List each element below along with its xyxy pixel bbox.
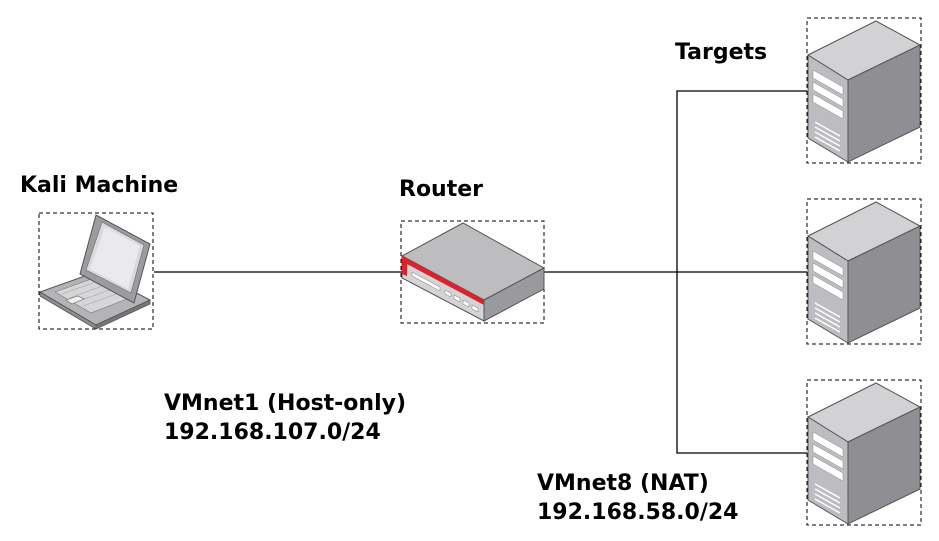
vmnet8-label: VMnet8 (NAT) 192.168.58.0/24 <box>537 469 739 527</box>
vmnet1-subnet: 192.168.107.0/24 <box>164 420 381 445</box>
server-icon <box>806 382 922 525</box>
router-icon <box>400 222 546 322</box>
laptop-icon <box>38 214 152 330</box>
server-1-selection-box <box>806 17 922 164</box>
kali-machine-label: Kali Machine <box>20 173 179 198</box>
server-icon <box>806 20 922 163</box>
server-icon <box>806 201 922 344</box>
connections <box>154 90 807 454</box>
targets-label: Targets <box>675 40 768 65</box>
target-server-1[interactable] <box>806 17 922 164</box>
target-server-3[interactable] <box>806 379 922 526</box>
vmnet8-subnet: 192.168.58.0/24 <box>537 500 739 525</box>
target-server-2[interactable] <box>806 198 922 345</box>
server-2-selection-box <box>806 198 922 345</box>
vmnet1-name: VMnet1 (Host-only) <box>164 391 407 416</box>
router-node[interactable] <box>400 220 546 324</box>
kali-machine-node[interactable] <box>38 212 154 330</box>
router-label: Router <box>399 177 484 202</box>
server-3-selection-box <box>806 379 922 526</box>
vmnet8-name: VMnet8 (NAT) <box>537 471 709 496</box>
router-selection-box <box>400 220 545 324</box>
vmnet1-label: VMnet1 (Host-only) 192.168.107.0/24 <box>164 389 406 447</box>
